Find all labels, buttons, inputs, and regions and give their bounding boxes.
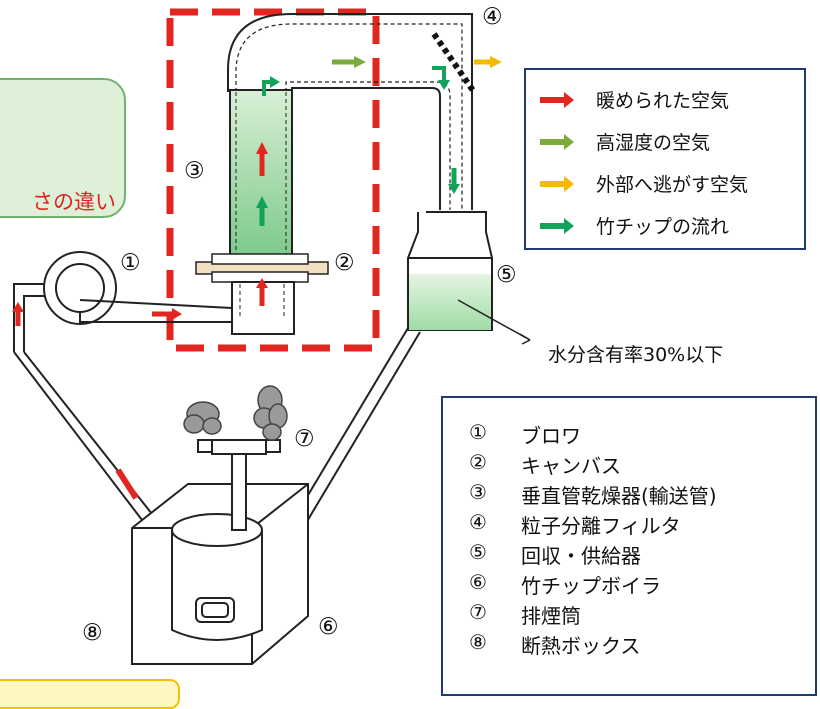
dryer-system-diagram — [12, 8, 531, 665]
legend-item: 外部へ逃がす空気 — [540, 170, 748, 197]
transport-duct-outer — [227, 13, 473, 210]
chip-flow-arrows — [256, 66, 460, 226]
legend-item: 高湿度の空気 — [540, 128, 710, 155]
callout-text: さの違い — [32, 190, 116, 214]
humid-air-arrow — [332, 56, 366, 68]
legend-label: 暖められた空気 — [596, 90, 730, 112]
particle-filter — [431, 32, 477, 94]
legend-label: 高湿度の空気 — [596, 132, 711, 154]
marker-boiler: ⑥ — [318, 614, 339, 640]
legend-arrow-icon — [540, 91, 574, 108]
warm-air-arrows — [12, 142, 268, 500]
water-content-note: 水分含有率30%以下 — [548, 344, 724, 366]
comparison-callout: さの違い — [0, 78, 126, 218]
boiler — [171, 530, 263, 641]
transport-duct-inner — [291, 87, 441, 210]
marker-insulation-box: ⑧ — [82, 620, 103, 646]
flow-legend: 暖められた空気 高湿度の空気 外部へ逃がす空気 竹チップの流れ — [524, 68, 806, 250]
marker-blower: ① — [120, 250, 141, 276]
marker-collector: ⑤ — [496, 262, 517, 288]
smoke-icon — [183, 385, 288, 441]
legend-arrow-icon — [540, 175, 574, 192]
marker-vertical-dryer: ③ — [184, 158, 205, 184]
marker-chimney: ⑦ — [294, 426, 315, 452]
legend-label: 竹チップの流れ — [596, 216, 730, 238]
exhaust-air-arrow — [474, 56, 502, 68]
legend-label: 外部へ逃がす空気 — [596, 174, 749, 196]
marker-particle-filter: ④ — [482, 4, 503, 30]
chimney-stack — [231, 451, 247, 531]
legend-item: 暖められた空気 — [540, 86, 729, 113]
legend-arrow-icon — [540, 217, 574, 234]
legend-arrow-icon — [540, 133, 574, 150]
dryer-zone-boundary — [166, 8, 380, 352]
legend-item: 竹チップの流れ — [540, 212, 729, 239]
marker-canvas: ② — [334, 250, 355, 276]
